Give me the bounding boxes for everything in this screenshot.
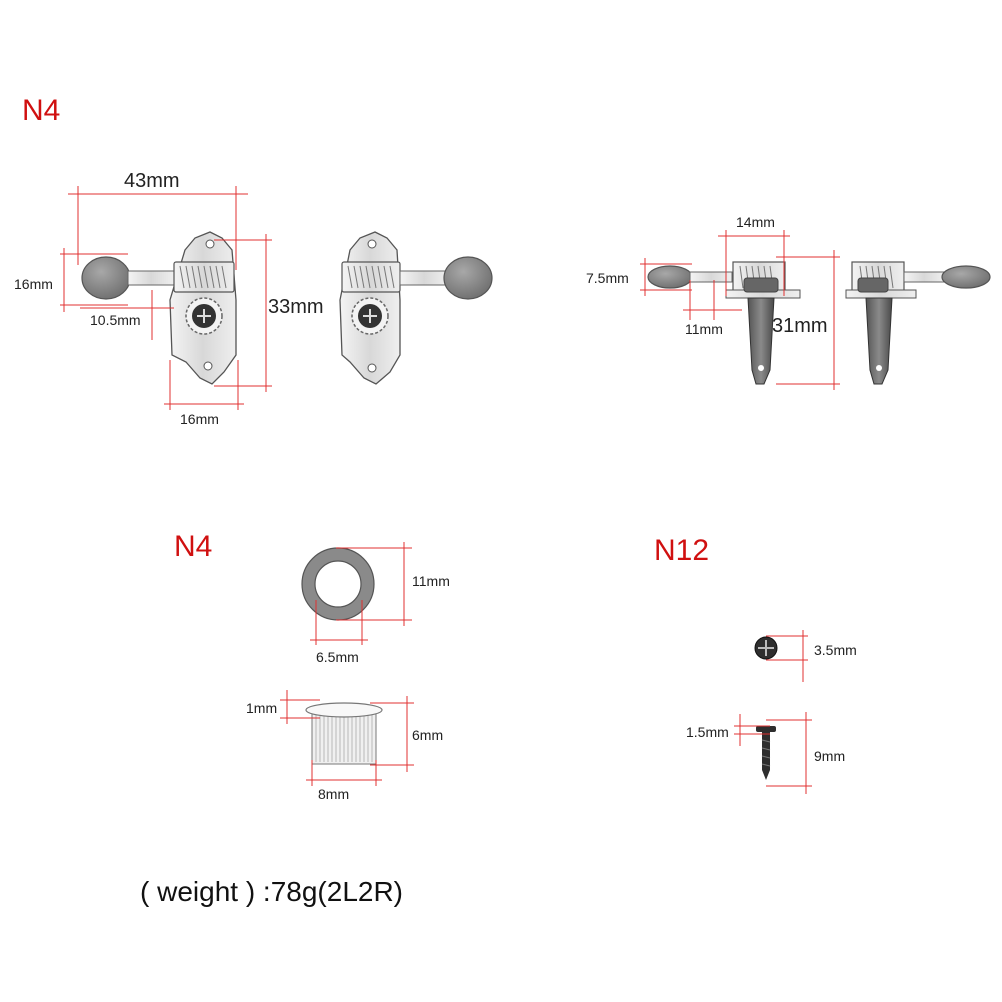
tuner-front-right-drawing <box>339 231 493 385</box>
tuner-quantity-label: N4 <box>22 94 61 127</box>
dim-washer-outer: 11mm <box>412 573 450 589</box>
screw-side-dimension-lines <box>734 712 812 794</box>
dim-plate-height: 33mm <box>268 296 324 318</box>
dim-bushing-width: 8mm <box>318 786 350 802</box>
dim-bushing-height: 6mm <box>412 727 444 743</box>
dim-screw-head-thickness: 1.5mm <box>686 724 729 740</box>
screw-head-drawing <box>754 636 778 660</box>
washer-drawing <box>301 547 375 621</box>
screw-quantity-label: N12 <box>654 534 710 567</box>
bushing-quantity-label: N4 <box>174 530 213 563</box>
dim-washer-inner: 6.5mm <box>316 649 359 665</box>
tuner-side-dimension-lines <box>640 230 840 390</box>
washer-dimension-lines <box>310 542 412 645</box>
bushing-drawing <box>305 702 383 765</box>
dim-button-height: 16mm <box>14 276 53 292</box>
dim-post-height: 31mm <box>772 315 828 337</box>
dim-overall-width: 43mm <box>124 170 180 192</box>
bushing-dimension-lines <box>280 690 414 786</box>
dim-screw-length: 9mm <box>814 748 846 764</box>
dim-side-collar: 14mm <box>736 214 775 230</box>
tuner-front-dimension-lines <box>60 186 272 410</box>
weight-text: ( weight ) :78g(2L2R) <box>140 876 404 907</box>
tuner-front-left-drawing <box>81 231 237 385</box>
dim-side-shaft: 11mm <box>685 321 723 337</box>
tuner-side-left-drawing <box>647 261 801 385</box>
dim-screw-head: 3.5mm <box>814 642 857 658</box>
dim-shaft-gap: 10.5mm <box>90 312 141 328</box>
screw-head-dimension-lines <box>766 630 808 682</box>
dim-side-button: 7.5mm <box>586 270 629 286</box>
screw-side-drawing <box>756 726 776 780</box>
tuner-side-right-drawing <box>845 261 991 385</box>
dim-bushing-rim: 1mm <box>246 700 278 716</box>
dim-plate-width: 16mm <box>180 411 219 427</box>
